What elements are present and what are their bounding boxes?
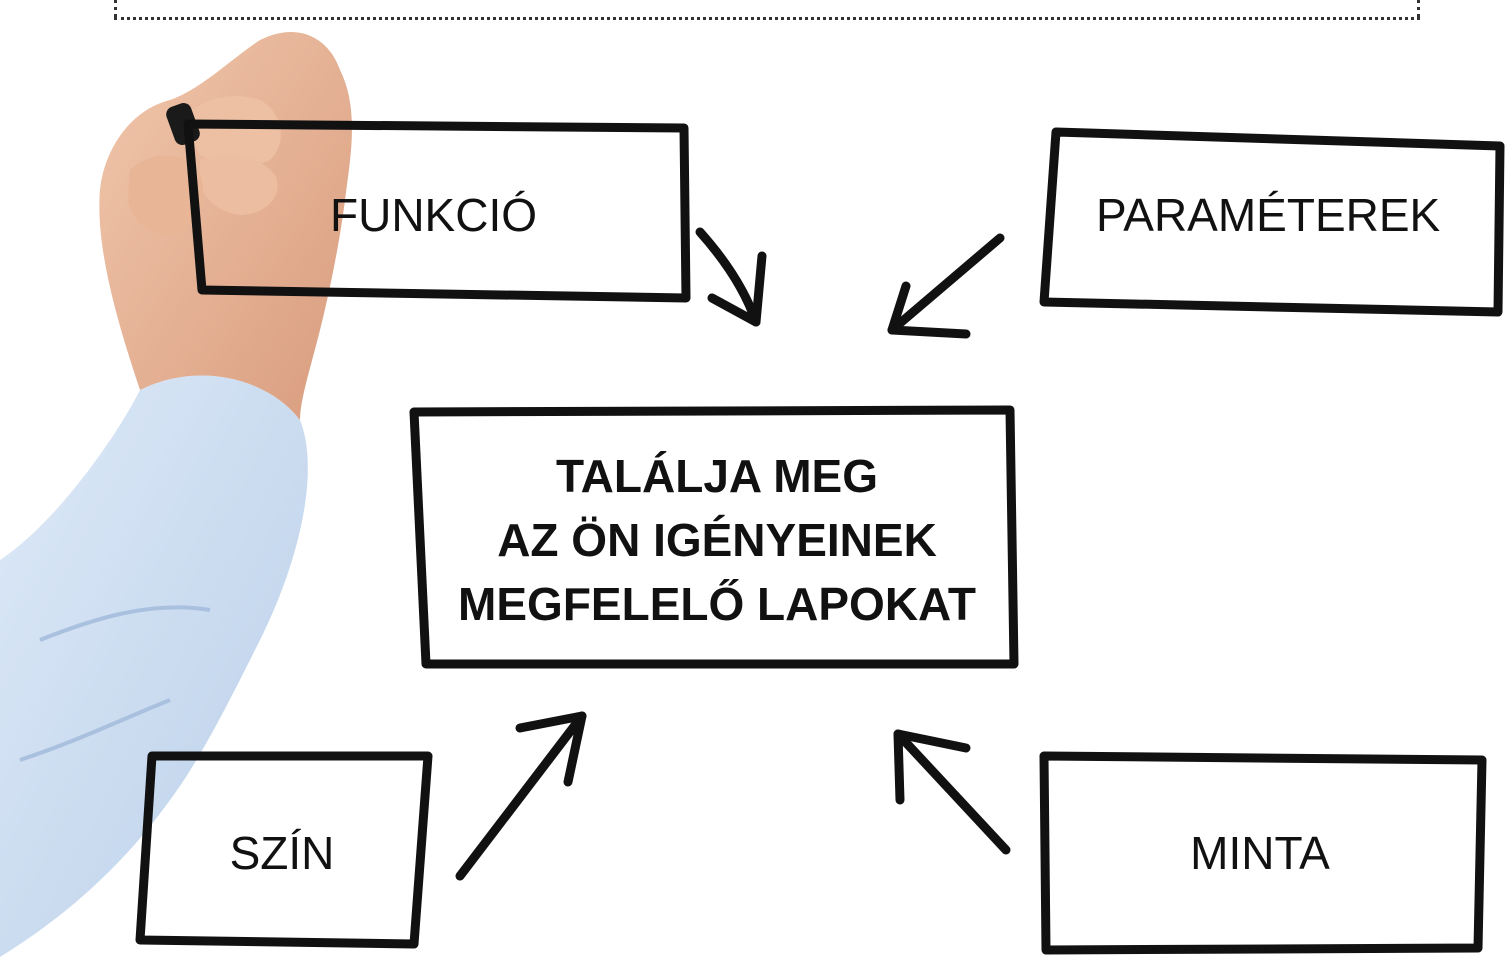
center-node-text: TALÁLJA MEG AZ ÖN IGÉNYEINEK MEGFELELŐ L… (430, 444, 1004, 636)
shirt-sleeve (0, 375, 308, 957)
node-label-parameterek: PARAMÉTEREK (1096, 189, 1441, 241)
node-label-szin: SZÍN (229, 827, 335, 879)
center-line-2: AZ ÖN IGÉNYEINEK (497, 514, 937, 566)
sleeve-fold (39, 605, 211, 642)
arrow-funkcio-to-center-head (707, 251, 767, 327)
top-dotted-corner-left (114, 0, 117, 17)
center-line-3: MEGFELELŐ LAPOKAT (458, 578, 976, 630)
box-funkcio (183, 119, 691, 303)
arrow-parameterek-to-center (887, 233, 1005, 335)
finger (180, 96, 281, 166)
arrow-funkcio-to-center (695, 227, 761, 327)
arrow-szin-to-center-head (515, 711, 587, 787)
box-minta (1039, 751, 1487, 955)
arrow-szin-to-center (455, 711, 587, 881)
thumb (128, 155, 204, 236)
node-label-funkcio: FUNKCIÓ (330, 189, 537, 241)
node-label-minta: MINTA (1190, 827, 1330, 879)
sleeve-fold (19, 698, 171, 762)
top-dotted-border (114, 17, 1420, 20)
top-dotted-corner-right (1417, 0, 1420, 17)
center-line-1: TALÁLJA MEG (556, 450, 878, 502)
box-center (409, 405, 1019, 669)
arrow-minta-to-center (893, 729, 1011, 855)
arrow-minta-to-center-head (893, 729, 971, 805)
arrow-parameterek-to-center-head (887, 281, 971, 339)
box-szin (135, 751, 433, 949)
box-parameterek (1039, 127, 1505, 317)
finger (200, 155, 278, 215)
